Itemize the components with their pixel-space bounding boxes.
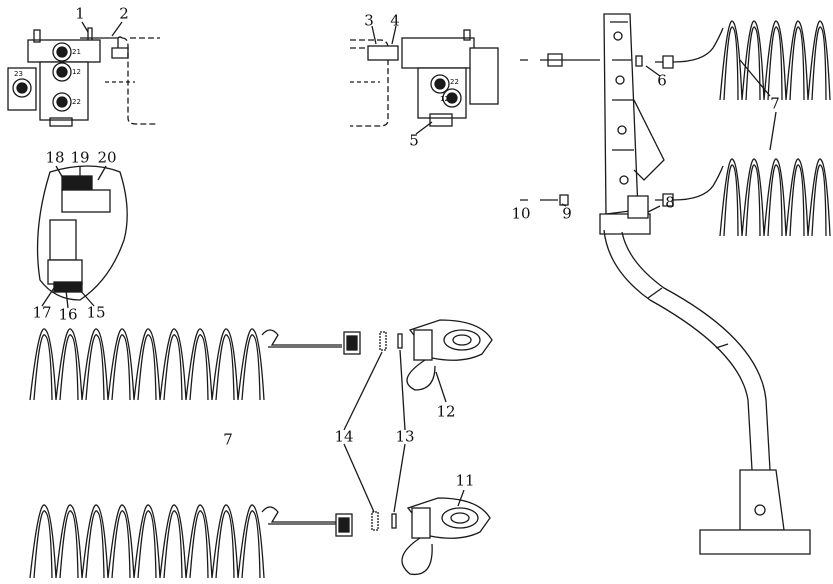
mounting-bracket <box>599 13 811 555</box>
coil-left-bottom-outer <box>29 504 265 579</box>
callout-20: 20 <box>97 148 117 167</box>
coil-right-top-outer <box>719 20 831 101</box>
callout-2: 2 <box>119 4 129 23</box>
callout-7-left: 7 <box>223 430 233 449</box>
port-mark-22: 22 <box>72 98 81 106</box>
port-mark-21: 21 <box>72 48 81 56</box>
callout-8: 8 <box>665 193 675 212</box>
callout-6: 6 <box>657 71 667 90</box>
callout-11: 11 <box>455 471 475 490</box>
callout-12: 12 <box>436 402 456 421</box>
callout-3: 3 <box>364 11 374 30</box>
gladhand-coupling-12 <box>406 319 493 403</box>
callout-7-right: 7 <box>770 94 780 113</box>
right-fittings <box>520 27 777 219</box>
callout-18: 18 <box>45 148 65 167</box>
port-mark-22-right: 22 <box>450 78 459 86</box>
detail-inset <box>36 165 128 309</box>
coil-left-bottom-inner <box>33 510 261 579</box>
coil-left-top-outer <box>29 328 265 401</box>
callout-13: 13 <box>395 427 415 446</box>
callout-10: 10 <box>511 204 531 223</box>
port-mark-12: 12 <box>72 68 81 76</box>
coil-right-top-inner <box>723 26 827 101</box>
coil-left-top-inner <box>33 334 261 401</box>
callout-17: 17 <box>32 303 52 322</box>
callout-14: 14 <box>334 427 354 446</box>
port-mark-23: 23 <box>14 70 23 78</box>
coiled-air-hoses <box>29 20 831 579</box>
brake-valve-right <box>350 25 499 135</box>
callout-16: 16 <box>58 305 78 324</box>
callout-15: 15 <box>86 303 106 322</box>
gladhand-coupling-11 <box>401 489 491 576</box>
hose-connectors-left <box>261 329 406 537</box>
port-mark-12-right: 12 <box>440 95 449 103</box>
callout-9: 9 <box>562 204 572 223</box>
brake-valve-left <box>7 21 160 127</box>
coil-right-bottom-inner <box>723 164 827 237</box>
coil-right-bottom-outer <box>719 158 831 237</box>
callout-5: 5 <box>409 131 419 150</box>
callout-19: 19 <box>70 148 90 167</box>
callout-1: 1 <box>75 4 85 23</box>
callout-4: 4 <box>390 11 400 30</box>
